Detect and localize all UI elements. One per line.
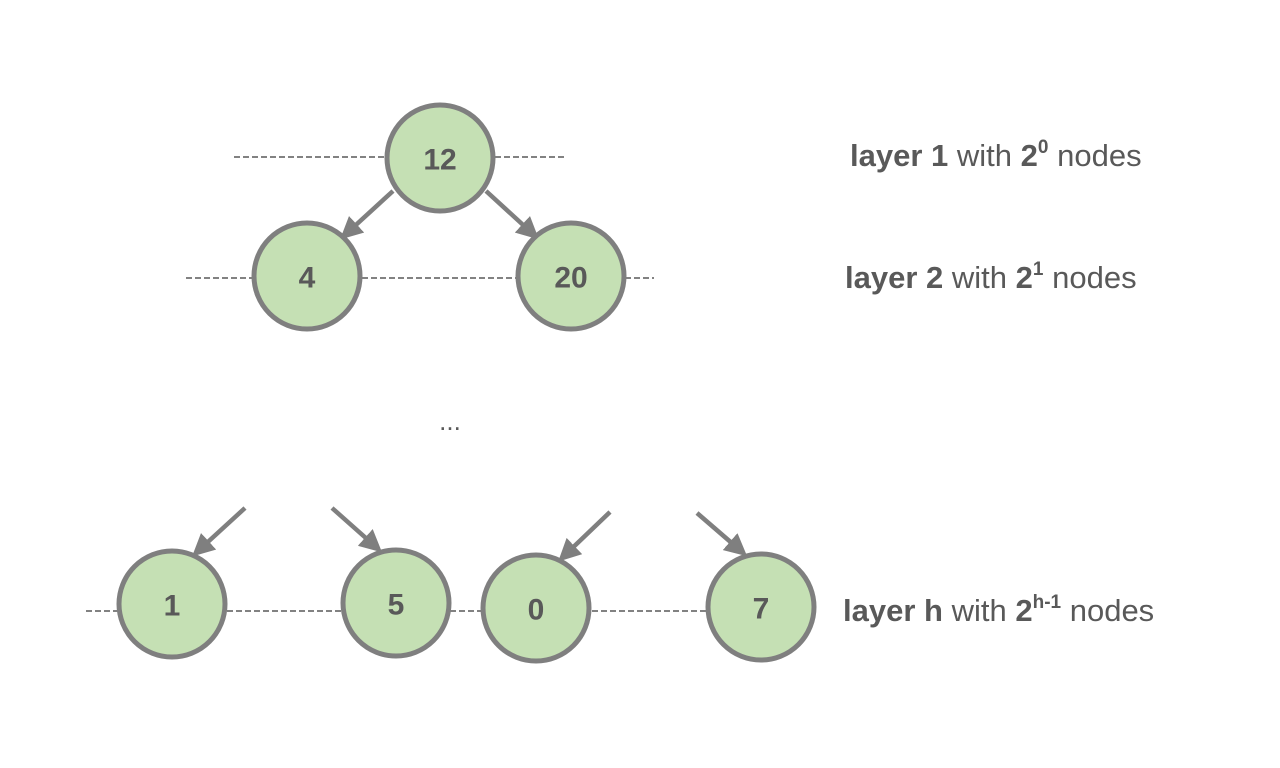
layer-exponent: 1 (1032, 259, 1044, 280)
layer-1-caption: layer 1 with 20 nodes (850, 137, 1142, 173)
layer-exponent: h-1 (1032, 592, 1062, 613)
layer-base: 2 (1015, 260, 1033, 295)
edge-to-node-0-arrow (558, 510, 612, 562)
node-value: 12 (423, 144, 456, 177)
layer-name: layer 1 (850, 138, 949, 173)
node-value: 0 (528, 594, 545, 627)
layer-name: layer 2 (845, 260, 944, 295)
node-value: 7 (753, 593, 770, 626)
edge-root-left-arrow (340, 189, 395, 240)
edge-to-node-1-arrow (192, 506, 247, 557)
tree-node-layer2-right: 20 (515, 220, 627, 332)
edge-to-node-7-arrow (695, 511, 748, 557)
node-value: 4 (299, 262, 316, 295)
layer-suffix: nodes (1057, 138, 1142, 173)
tree-node-layer2-left: 4 (251, 220, 363, 332)
layer-with: with (951, 260, 1008, 295)
layer-base: 2 (1015, 593, 1033, 628)
tree-node-layerh-2: 5 (340, 547, 452, 659)
layer-name: layer h (843, 593, 943, 628)
layer-exponent: 0 (1037, 137, 1049, 158)
edge-root-right-arrow (484, 189, 539, 240)
node-value: 1 (164, 590, 181, 623)
layer-suffix: nodes (1069, 593, 1155, 628)
tree-node-layerh-1: 1 (116, 548, 228, 660)
tree-node-layerh-4: 7 (705, 551, 817, 663)
edge-to-node-5-arrow (330, 506, 383, 553)
layer-base: 2 (1020, 138, 1038, 173)
tree-node-layerh-3: 0 (480, 552, 592, 664)
layer-with: with (951, 593, 1007, 628)
node-value: 5 (388, 589, 405, 622)
layer-h-caption: layer h with 2h-1 nodes (843, 592, 1155, 628)
tree-node-root: 12 (384, 102, 496, 214)
layer-2-caption: layer 2 with 21 nodes (845, 259, 1137, 295)
ellipsis: ... (439, 406, 461, 436)
layer-suffix: nodes (1052, 260, 1137, 295)
node-value: 20 (554, 262, 587, 295)
layer-with: with (956, 138, 1013, 173)
